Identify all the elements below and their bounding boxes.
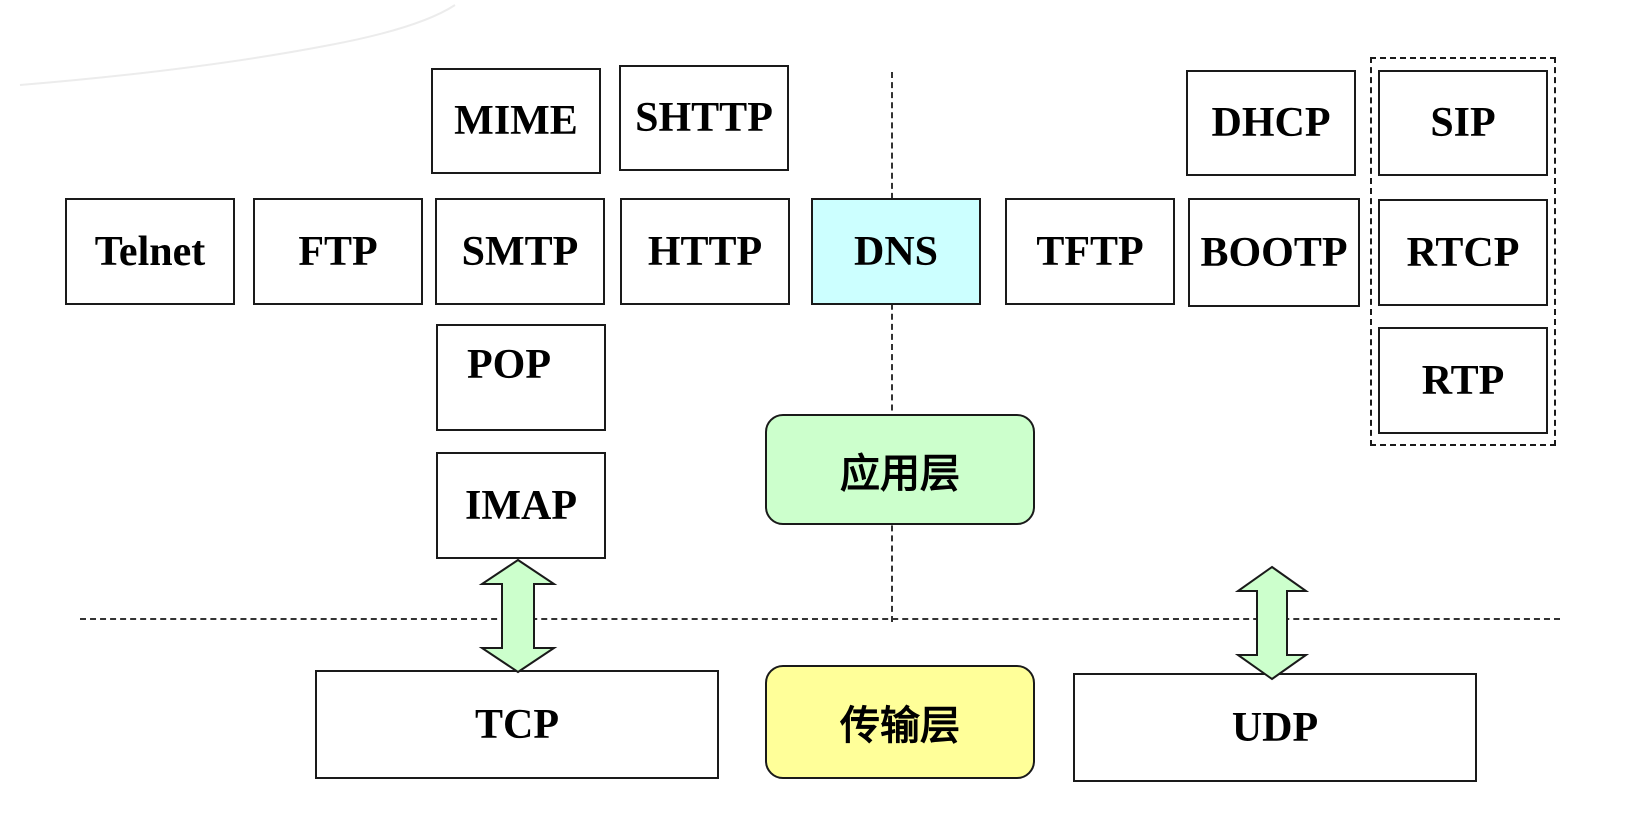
http-box: HTTP <box>620 198 790 305</box>
pop-box: POP <box>436 324 606 431</box>
sip-box: SIP <box>1378 70 1548 176</box>
tcp-udp-divider-line <box>891 72 893 622</box>
shttp-box: SHTTP <box>619 65 789 171</box>
layer-divider-line <box>80 618 1560 620</box>
udp-box: UDP <box>1073 673 1477 782</box>
dns-box: DNS <box>811 198 981 305</box>
imap-box: IMAP <box>436 452 606 559</box>
transport-layer-label: 传输层 <box>765 665 1035 779</box>
app-udp-double-arrow <box>1234 565 1310 681</box>
mime-box: MIME <box>431 68 601 174</box>
smtp-box: SMTP <box>435 198 605 305</box>
multimedia-protocol-group <box>1370 57 1556 446</box>
app-tcp-double-arrow <box>478 558 558 674</box>
rtcp-box: RTCP <box>1378 199 1548 306</box>
tftp-box: TFTP <box>1005 198 1175 305</box>
telnet-box: Telnet <box>65 198 235 305</box>
rtp-box: RTP <box>1378 327 1548 434</box>
ftp-box: FTP <box>253 198 423 305</box>
application-layer-label: 应用层 <box>765 414 1035 525</box>
bootp-box: BOOTP <box>1188 198 1360 307</box>
tcp-box: TCP <box>315 670 719 779</box>
dhcp-box: DHCP <box>1186 70 1356 176</box>
